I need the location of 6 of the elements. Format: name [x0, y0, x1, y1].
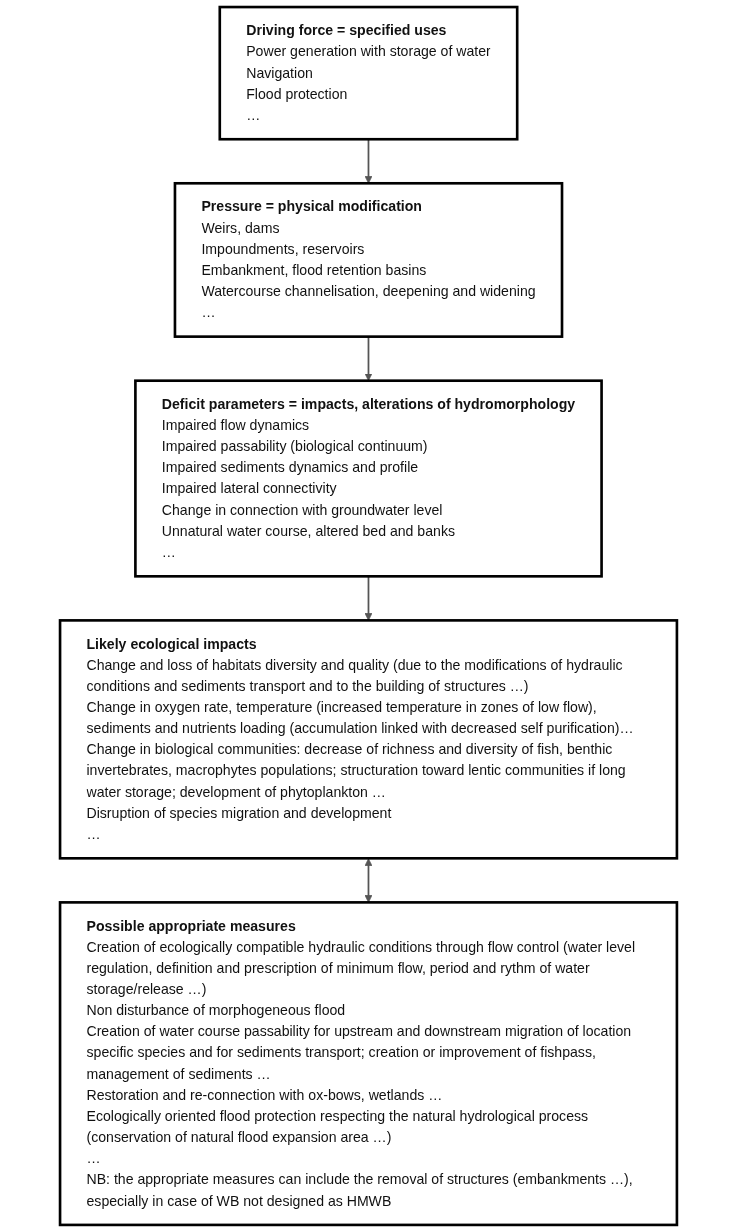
node-box: Deficit parameters = impacts, alterations of hydromorphology Impaired flow dynamics Impaired passability (biological continuum) Impaired sediments dynamics and profile Impaired lateral connectivity Change in connection with groundwater level Unnatural water course, altered bed and banks …: [133, 379, 603, 578]
node-box: Pressure = physical modification Weirs, dams Impoundments, reservoirs Embankment, flood retention basins Watercourse channelisation, deepening and widening …: [173, 182, 563, 338]
arrow: [364, 858, 372, 903]
node-box: Possible appropriate measures Creation of ecologically compatible hydraulic conditions through flow control (water level regulation, definition and prescription of minimum flow, period and rythm of water storage/release …) Non disturbance of morphogeneous flood Creation of water course passability for upstream and downstream migration of location specific species and for sediments transport; creation or improvement of fishpass, management of sediments … Restoration and re-connection with ox-bows, wetlands … Ecologically oriented flood protection respecting the natural hydrological process (conservation of natural flood expansion area …) … NB: the appropriate measures can include the removal of structures (embankments …), especially in case of WB not designed as HMWB: [58, 901, 678, 1227]
node-box: Likely ecological impacts Change and loss of habitats diversity and quality (due to the modifications of hydraulic conditions and sediments transport and to the building of structures …) Change in oxygen rate, temperature (increased temperature in zones of low flow), sediments and nutrients loading (accumulation linked with decreased self purification)… Change in biological communities: decrease of richness and diversity of fish, benthic invertebrates, macrophytes populations; structuration toward lentic communities if long water storage; development of phytoplankton … Disruption of species migration and development …: [58, 619, 678, 860]
node-box: Driving force = specified uses Power generation with storage of water Navigation Flood protection …: [218, 5, 519, 141]
